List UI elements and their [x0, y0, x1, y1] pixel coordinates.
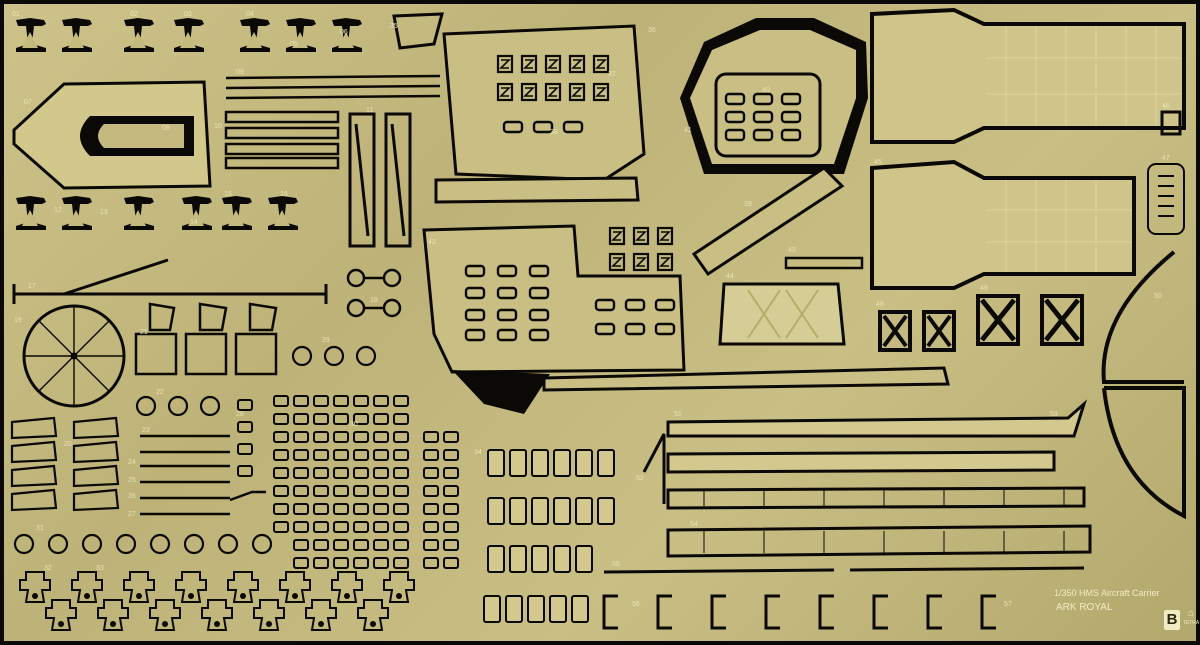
part-label-06: 06: [340, 29, 348, 36]
part-label-09: 09: [236, 69, 244, 76]
part-label-42: 42: [428, 239, 436, 246]
part-label-31: 31: [36, 525, 44, 532]
part-label-50: 50: [1154, 293, 1162, 300]
part-label-43: 43: [788, 247, 796, 254]
part-label-28: 28: [236, 411, 244, 418]
chip-grid-30: [273, 395, 459, 569]
part-label-07: 07: [24, 99, 32, 106]
deck-panel-part-45-bottom: [870, 159, 1136, 290]
part-label-55: 55: [612, 561, 620, 568]
ship-name: ARK ROYAL: [1056, 602, 1113, 613]
x-frame-parts-48-49: [876, 294, 1084, 354]
part-label-34: 34: [474, 449, 482, 456]
part-label-14: 14: [190, 219, 198, 226]
bar-part-17: [12, 258, 328, 304]
panel-parts-20: [10, 416, 120, 512]
part-label-38: 38: [550, 129, 558, 136]
part-label-46: 46: [1162, 103, 1170, 110]
brand-logo-text: TETRA: [1182, 620, 1200, 626]
part-label-15: 15: [224, 191, 232, 198]
ring-parts-31: [13, 533, 273, 555]
part-label-39: 39: [744, 201, 752, 208]
part-label-18: 18: [370, 297, 378, 304]
part-label-44: 44: [726, 273, 734, 280]
part-label-11: 11: [366, 107, 373, 114]
part-label-32: 32: [44, 565, 52, 572]
bar-part-43: [784, 256, 864, 270]
long-rail-parts-51-54: [642, 399, 1092, 558]
panel-parts-34: [483, 449, 615, 623]
deck-part-36: [392, 12, 646, 182]
rail-parts-23-27: [140, 434, 266, 516]
part-label-12: 12: [54, 207, 62, 214]
ring-parts-22: [135, 395, 221, 417]
photo-etch-fret: 01 02 03 04 05 06 07 08 09 10 11 12 13 1…: [4, 4, 1199, 641]
strip-part-39b: [434, 176, 640, 204]
ladder-part-47: [1147, 163, 1185, 235]
part-label-41: 41: [684, 127, 692, 134]
part-label-05: 05: [290, 41, 298, 48]
grille-part-46: [1160, 110, 1182, 136]
part-label-52: 52: [636, 475, 644, 482]
strip-part-39: [691, 166, 845, 277]
part-label-19: 19: [14, 317, 22, 324]
strip-part-42: [542, 366, 950, 392]
fret-parts-layer: 01 02 03 04 05 06 07 08 09 10 11 12 13 1…: [10, 7, 1186, 631]
scale-title: 1/350 HMS Aircraft Carrier: [1054, 588, 1160, 598]
deck-panel-part-45-top: [870, 7, 1186, 144]
part-label-36: 36: [648, 27, 656, 34]
part-label-57: 57: [1004, 601, 1012, 608]
coupler-parts-18: [346, 268, 402, 318]
part-label-29: 29: [322, 337, 330, 344]
part-label-49: 49: [980, 285, 988, 292]
part-label-26: 26: [128, 493, 136, 500]
part-label-22: 22: [156, 389, 164, 396]
bracket-parts-21: [134, 302, 278, 376]
part-label-25: 25: [128, 477, 136, 484]
part-label-13: 13: [100, 209, 108, 216]
part-label-03: 03: [184, 11, 192, 18]
ring-parts-29: [291, 345, 377, 367]
part-label-02: 02: [130, 11, 138, 18]
part-label-53: 53: [1050, 411, 1058, 418]
part-label-01: 01: [12, 11, 20, 18]
part-label-40: 40: [762, 87, 770, 94]
part-label-47: 47: [1162, 155, 1170, 162]
part-label-16: 16: [280, 191, 288, 198]
figure-parts-32-33: [19, 571, 415, 631]
wheel-part-19: [22, 304, 126, 408]
part-label-08: 08: [162, 125, 170, 132]
part-label-30: 30: [350, 421, 358, 428]
part-label-54: 54: [690, 521, 698, 528]
rail-parts-09-10: [224, 74, 441, 170]
part-number-labels: 01 02 03 04 05 06 07 08 09 10 11 12 13 1…: [12, 11, 1170, 608]
part-label-17: 17: [28, 283, 36, 290]
part-label-04: 04: [246, 11, 254, 18]
part-label-33: 33: [96, 565, 104, 572]
bracket-parts-56-57: [602, 594, 998, 630]
deck-part-42: [422, 224, 686, 414]
brand-badge: B: [1164, 610, 1180, 630]
part-label-10: 10: [214, 123, 222, 130]
part-label-45: 45: [874, 159, 882, 166]
brand-logo-icon: ⌂: [1187, 608, 1195, 619]
part-label-21: 21: [140, 329, 148, 336]
part-label-51: 51: [674, 411, 682, 418]
octagon-part-40: [680, 18, 868, 174]
part-label-48: 48: [876, 301, 884, 308]
part-label-35: 35: [390, 23, 398, 30]
lattice-part-11: [348, 112, 412, 248]
part-label-37: 37: [608, 71, 616, 78]
x-panel-part-44: [718, 282, 846, 346]
part-label-23: 23: [142, 427, 150, 434]
arc-parts-50: [1101, 250, 1186, 520]
part-label-27: 27: [128, 511, 136, 518]
part-label-56: 56: [632, 601, 640, 608]
part-label-24: 24: [128, 459, 136, 466]
part-label-20: 20: [64, 441, 72, 448]
truss-part-row-top: [16, 18, 362, 52]
brand-logo: ⌂ TETRA: [1182, 608, 1200, 632]
bar-parts-55: [603, 566, 1085, 574]
